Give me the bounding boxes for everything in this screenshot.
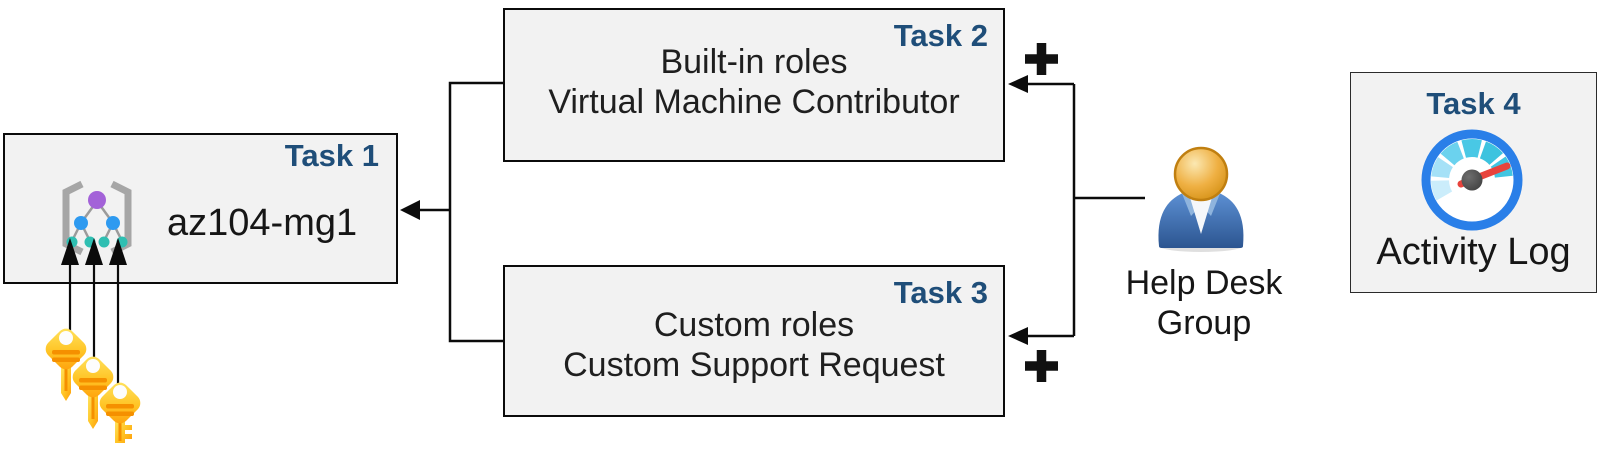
task1-box: Task 1 az104-mg1 (3, 133, 398, 284)
person-icon (1158, 146, 1244, 252)
task2-box: Task 2 Built-in roles Virtual Machine Co… (503, 8, 1005, 162)
task2-line1: Built-in roles (660, 43, 848, 81)
arrowhead-into-task2 (1008, 75, 1028, 93)
task3-line2: Custom Support Request (563, 346, 945, 384)
key-icon (45, 328, 87, 401)
task4-box: Task 4 Activity Log (1350, 72, 1597, 293)
task2-line2: Virtual Machine Contributor (548, 83, 960, 121)
arrowhead-into-task3 (1008, 327, 1028, 345)
group-label-line1: Help Desk (1125, 264, 1283, 302)
task4-label: Task 4 (1426, 86, 1521, 121)
plus-icon-task2 (1025, 43, 1058, 75)
task2-label: Task 2 (893, 18, 988, 53)
task1-resource-name: az104-mg1 (167, 202, 358, 244)
branch-connector (417, 81, 503, 343)
task3-text: Custom roles Custom Support Request (505, 271, 1003, 419)
group-label-line2: Group (1156, 304, 1252, 342)
keys-icon (45, 328, 141, 443)
task2-text: Built-in roles Virtual Machine Contribut… (505, 7, 1003, 157)
task3-box: Task 3 Custom roles Custom Support Reque… (503, 265, 1005, 417)
task3-label: Task 3 (893, 275, 988, 310)
task3-line1: Custom roles (653, 306, 855, 344)
plus-icon-task3 (1025, 350, 1058, 382)
key-icon (72, 356, 114, 429)
task1-label: Task 1 (284, 138, 379, 173)
group-label: Help Desk Group (1126, 263, 1283, 343)
arrowhead-into-task1 (400, 200, 420, 220)
key-icon (99, 382, 141, 443)
task4-caption: Activity Log (1376, 231, 1571, 273)
